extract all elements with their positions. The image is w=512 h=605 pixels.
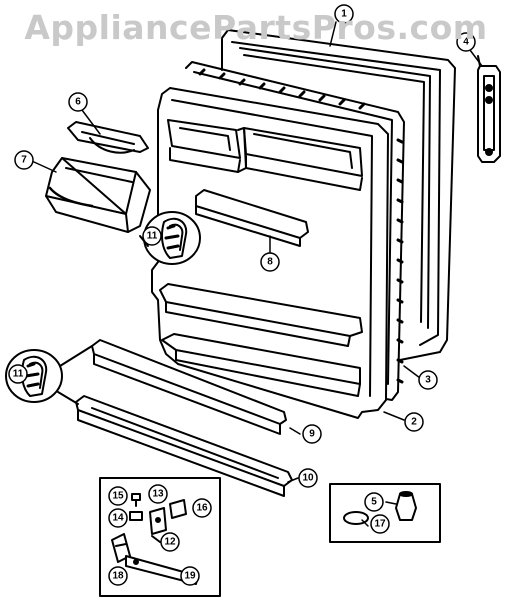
callout-11-lower xyxy=(8,364,28,384)
callout-16 xyxy=(192,498,212,518)
callout-label-11-lower: 11 xyxy=(13,369,24,380)
callout-1 xyxy=(334,4,354,24)
shelf-bar-middle xyxy=(91,339,287,435)
door-hinge xyxy=(477,55,501,163)
callout-label-12: 12 xyxy=(164,537,176,548)
callout-4 xyxy=(456,32,476,52)
callout-markers xyxy=(8,4,476,586)
shelf-bar-upper xyxy=(195,189,309,247)
callout-15 xyxy=(108,486,128,506)
callout-label-14: 14 xyxy=(112,513,124,524)
outer-door-panel xyxy=(221,29,456,361)
callout-label-17: 17 xyxy=(374,519,386,530)
callout-17 xyxy=(370,514,390,534)
callout-7 xyxy=(14,150,34,170)
compartment-cover xyxy=(67,121,149,154)
callout-13 xyxy=(148,484,168,504)
callout-5 xyxy=(364,492,384,512)
callout-label-11-upper: 11 xyxy=(147,231,158,242)
callout-labels: 1 2 3 4 5 6 7 8 9 10 11 11 12 13 14 15 1… xyxy=(13,9,470,582)
callout-label-8: 8 xyxy=(267,257,273,268)
callout-8 xyxy=(260,252,280,272)
callout-label-2: 2 xyxy=(411,417,417,428)
callout-label-16: 16 xyxy=(196,503,208,514)
door-stop-kit-box xyxy=(329,483,441,543)
callout-label-7: 7 xyxy=(21,155,27,166)
callout-19 xyxy=(180,566,200,586)
callout-18 xyxy=(108,566,128,586)
callout-14 xyxy=(108,508,128,528)
callout-label-6: 6 xyxy=(75,97,81,108)
callout-label-15: 15 xyxy=(112,491,124,502)
door-gasket xyxy=(185,61,405,401)
callout-12 xyxy=(160,532,180,552)
callout-label-18: 18 xyxy=(112,571,124,582)
callout-label-19: 19 xyxy=(184,571,196,582)
callout-label-13: 13 xyxy=(152,489,164,500)
callout-10 xyxy=(298,468,318,488)
callout-11-upper xyxy=(142,226,162,246)
callout-6 xyxy=(68,92,88,112)
callout-label-1: 1 xyxy=(341,9,347,20)
leader-lines xyxy=(33,21,483,527)
end-cap-detail-lower xyxy=(5,345,93,405)
callout-label-3: 3 xyxy=(425,375,431,386)
callout-label-4: 4 xyxy=(463,37,469,48)
callout-3 xyxy=(418,370,438,390)
door-bin xyxy=(45,157,151,233)
callout-label-10: 10 xyxy=(302,473,314,484)
callout-2 xyxy=(404,412,424,432)
callout-label-5: 5 xyxy=(371,497,377,508)
callout-label-9: 9 xyxy=(309,429,315,440)
callout-9 xyxy=(302,424,322,444)
